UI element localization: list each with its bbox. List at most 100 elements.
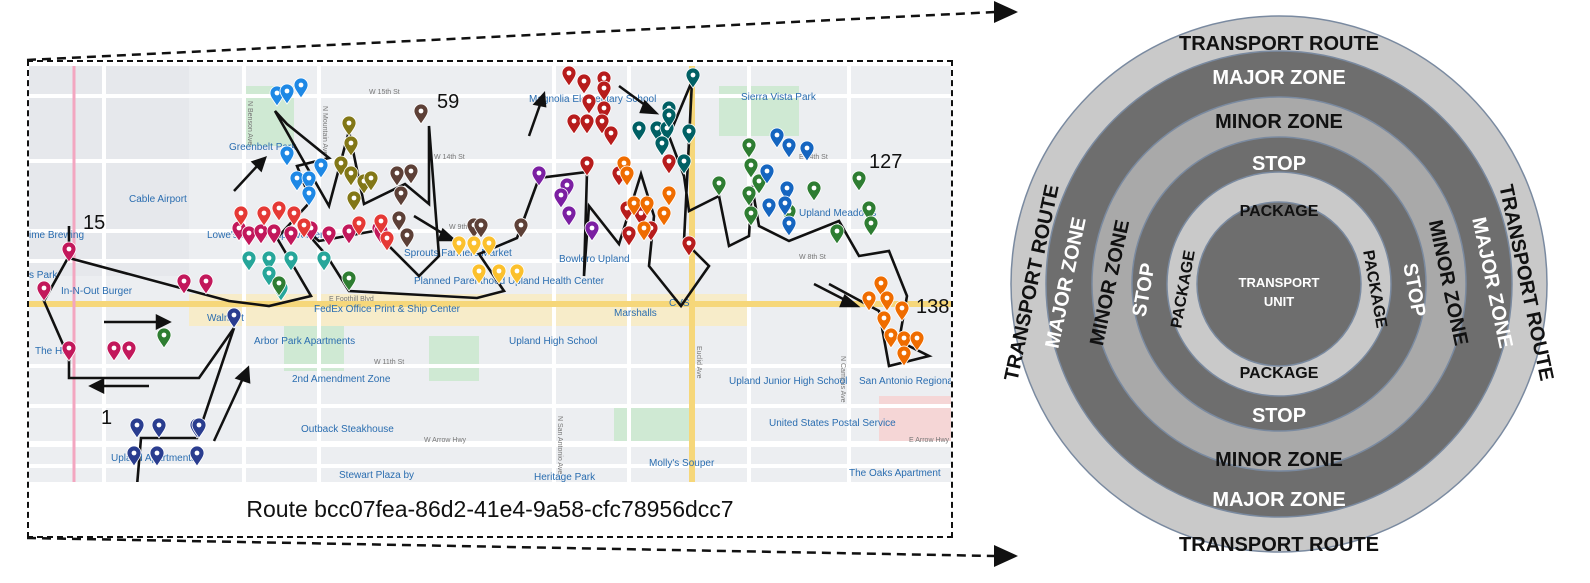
stop-pin-icon [373,213,389,235]
stop-pin-icon [279,145,295,167]
stop-pin-icon [466,235,482,257]
place-arbor-park: Arbor Park Apartments [254,336,355,347]
stop-pin-icon [393,185,409,207]
stop-pin-icon [36,280,52,302]
stop-pin-dot [231,312,237,318]
stop-pin-dot [321,255,327,261]
stop-pin-dot [584,118,590,124]
stop-pin-icon [513,217,529,239]
place-mollys: Molly's Souper [649,458,715,469]
place-planned-parenthood: Planned Parenthood Upland Health Center [414,276,605,287]
label-transport-unit-line1: TRANSPORT [1239,275,1320,290]
stop-pin-icon [61,340,77,362]
place-the-oaks: The Oaks Apartment [849,468,941,479]
stop-pin-dot [408,168,414,174]
stop-pin-dot [782,200,788,206]
stop-pin-icon [156,327,172,349]
stop-pin-dot [418,108,424,114]
stop-pin-icon [266,223,282,245]
stop-pin-icon [741,185,757,207]
label-transport-route-bottom: TRANSPORT ROUTE [1179,534,1379,556]
label-stop-bottom: STOP [1252,405,1306,427]
street-e14th-label: E 14th St [799,154,828,161]
stop-pin-icon [631,120,647,142]
stop-pin-dot [276,205,282,211]
stop-pin-dot [66,345,72,351]
stop-pin-dot [288,255,294,261]
route-caption: Route bcc07fea-86d2-41e4-9a58-cfc78956dc… [246,496,734,522]
stop-pin-dot [566,210,572,216]
stop-pin-dot [246,255,252,261]
stop-pin-dot [156,422,162,428]
stop-pin-dot [601,85,607,91]
stop-pin-icon [343,165,359,187]
stop-pin-dot [246,230,252,236]
street-w9th-label: W 9th St [449,224,476,231]
zoom-lines [26,10,996,558]
stop-pin-icon [379,230,395,252]
stop-pin-dot [608,130,614,136]
stop-pin-dot [686,128,692,134]
stop-pin-dot [496,268,502,274]
stop-pin-icon [619,165,635,187]
stop-pin-icon [509,263,525,285]
stop-pin-icon [861,290,877,312]
stop-pin-icon [279,83,295,105]
stop-pin-dot [764,168,770,174]
stop-pin-icon [313,157,329,179]
green-area-2 [429,336,479,381]
stop-pin-dot [476,268,482,274]
stop-pin-dot [356,220,362,226]
stop-pin-icon [861,200,877,222]
stop-pin-icon [346,190,362,212]
street-w14th-label: W 14th St [434,154,465,161]
stop-pin-dot [636,125,642,131]
street-euclid-label: Euclid Ave [695,346,702,379]
stop-pin-icon [256,205,272,227]
place-cable-airport: Cable Airport [129,194,187,205]
stop-pin-dot [478,222,484,228]
stop-pin-icon [321,225,337,247]
stop-pin-icon [661,153,677,175]
stop-pin-dot [586,98,592,104]
stop-pin-dot [161,332,167,338]
stop-pin-icon [198,273,214,295]
stop-pin-icon [413,103,429,125]
place-usps: United States Postal Service [769,418,896,429]
stop-pin-icon [656,205,672,227]
stop-pin-dot [181,278,187,284]
route-stop-pins [36,66,925,467]
stop-pin-icon [283,225,299,247]
stop-pin-icon [596,100,612,122]
stop-pin-icon [711,175,727,197]
place-the-hat: The Hat [35,346,71,357]
stop-pin-dot [368,175,374,181]
stop-pin-icon [241,250,257,272]
stop-pin-icon [403,163,419,185]
stop-pin-icon [121,340,137,362]
stop-pin-icon [769,127,785,149]
stop-pin-icon [626,195,642,217]
stop-pin-dot [666,190,672,196]
stop-pin-dot [384,235,390,241]
stop-pin-dot [266,270,272,276]
label-package-top: PACKAGE [1240,203,1319,220]
stop-pin-icon [126,445,142,467]
stop-pin-icon [636,220,652,242]
stop-pin-dot [306,175,312,181]
stop-pin-icon [896,345,912,367]
stop-pin-icon [129,417,145,439]
stop-pin-icon [451,235,467,257]
stop-pin-dot [346,228,352,234]
street-foothill-label: E Foothill Blvd [329,296,374,303]
stop-pin-icon [351,215,367,237]
stop-pin-icon [579,155,595,177]
stop-pin-icon [106,340,122,362]
stop-pin-icon [176,273,192,295]
label-transport-unit-line2: UNIT [1264,294,1294,309]
stop-pin-icon [226,307,242,329]
stop-pin-icon [289,170,305,192]
stop-pin-icon [676,153,692,175]
stop-pin-dot [626,230,632,236]
stop-pin-dot [338,160,344,166]
